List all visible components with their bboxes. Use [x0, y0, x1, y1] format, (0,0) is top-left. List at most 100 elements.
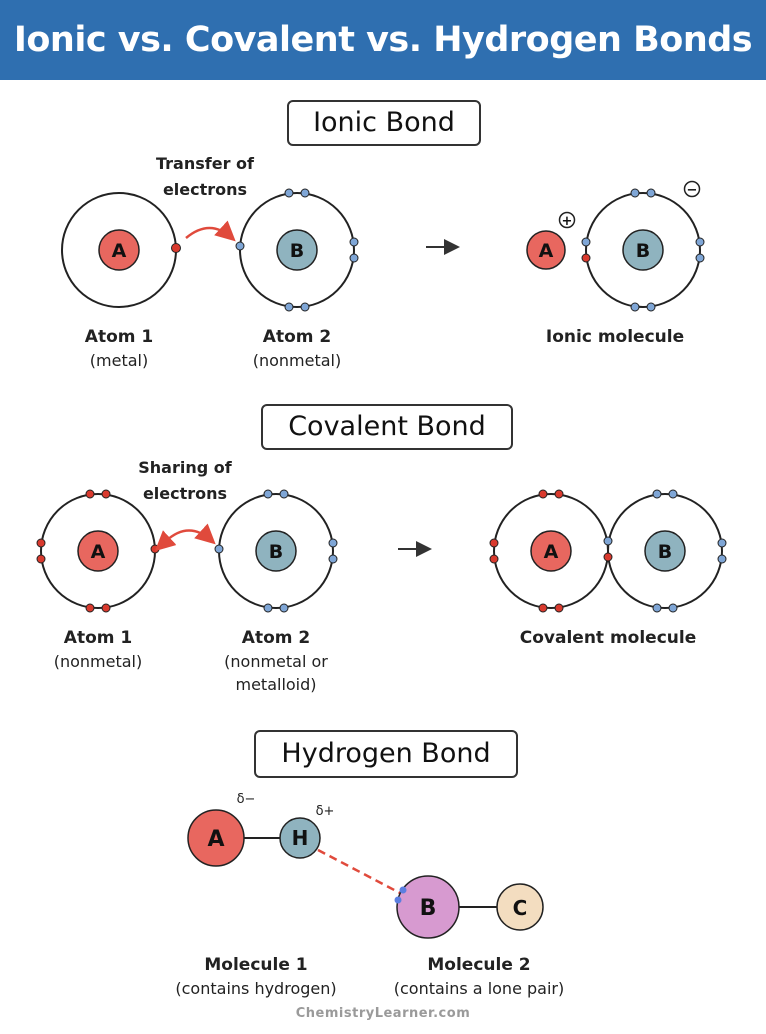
hydrogen-molecule2: B C [394, 875, 544, 939]
ionic-atom2-symbol: B [290, 240, 304, 262]
electron [101, 603, 111, 613]
covalent-atom2-symbol: B [269, 541, 283, 563]
page-title: Ionic vs. Covalent vs. Hydrogen Bonds [13, 20, 753, 60]
covalent-bond-heading: Covalent Bond [261, 404, 513, 450]
covalent-atom1-type: (nonmetal) [53, 652, 143, 671]
covalent-molecule-nucleus-a [530, 530, 572, 572]
hydrogen-atom-b [396, 875, 460, 939]
electron [668, 489, 678, 499]
hydrogen-atom-a-symbol: A [207, 827, 224, 852]
molecule2-label: Molecule 2 (contains a lone pair) [368, 953, 590, 1000]
covalent-molecule-nucleus-b [644, 530, 686, 572]
covalent-atom2-label: Atom 2 (nonmetal or metalloid) [196, 626, 356, 696]
electron [85, 489, 95, 499]
ionic-bond-heading: Ionic Bond [287, 100, 481, 146]
electron [652, 489, 662, 499]
lone-pair-electron [394, 896, 402, 904]
sharing-note: Sharing of electrons [110, 455, 260, 507]
ionic-atom1: A [61, 192, 181, 308]
hydrogen-bond-dashed-line [317, 848, 401, 895]
electron [85, 603, 95, 613]
electron [284, 302, 294, 312]
hydrogen-atom-h [279, 817, 321, 859]
electron [36, 538, 46, 548]
covalent-molecule-symbol-b: B [658, 541, 672, 563]
electron [646, 302, 656, 312]
electron [214, 544, 224, 554]
covalent-atom2-type-line2: metalloid) [235, 675, 317, 694]
delta-plus-label: δ+ [316, 804, 335, 819]
ionic-atom1-label: Atom 1 (metal) [49, 325, 189, 372]
hydrogen-molecule1: A H δ− δ+ [187, 792, 335, 867]
electron [538, 603, 548, 613]
hydrogen-bond-heading: Hydrogen Bond [254, 730, 518, 778]
covalent-atom1-name: Atom 1 [63, 628, 133, 648]
shared-electron [603, 552, 613, 562]
title-banner: Ionic vs. Covalent vs. Hydrogen Bonds [0, 0, 766, 80]
electron [235, 241, 245, 251]
electron [554, 603, 564, 613]
electron [717, 538, 727, 548]
electron [538, 489, 548, 499]
plus-charge-icon [558, 211, 576, 229]
electron [36, 554, 46, 564]
hydrogen-atom-c-symbol: C [513, 896, 528, 920]
electron [554, 489, 564, 499]
covalent-molecule-symbol-a: A [544, 541, 559, 563]
electron [581, 237, 591, 247]
electron [279, 489, 289, 499]
transfer-note-line1: Transfer of [156, 154, 254, 173]
hydrogen-atom-b-symbol: B [420, 896, 437, 921]
electron [652, 603, 662, 613]
electron [300, 188, 310, 198]
electron [349, 253, 359, 263]
ionic-molecule-name: Ionic molecule [545, 327, 685, 347]
ionic-atom2-label: Atom 2 (nonmetal) [224, 325, 370, 372]
transfer-note: Transfer of electrons [130, 151, 280, 203]
sharing-arrow [154, 523, 216, 552]
plus-charge-sign: + [562, 214, 573, 229]
hydrogen-atom-h-symbol: H [292, 826, 309, 850]
ionic-cation [526, 230, 566, 270]
electron [630, 188, 640, 198]
molecule1-label: Molecule 1 (contains hydrogen) [150, 953, 362, 1000]
electron [101, 489, 111, 499]
delta-minus-label: δ− [237, 792, 256, 807]
site-watermark: ChemistryLearner.com [295, 1006, 471, 1021]
ionic-atom2-name: Atom 2 [262, 327, 332, 347]
sharing-note-line2: electrons [142, 484, 228, 503]
electron [284, 188, 294, 198]
molecule1-name: Molecule 1 [204, 955, 308, 975]
covalent-atom2-name: Atom 2 [241, 628, 311, 648]
electron [581, 253, 591, 263]
ionic-atom1-electron [171, 243, 181, 253]
shared-electron [603, 536, 613, 546]
electron [328, 554, 338, 564]
sharing-note-line1: Sharing of [138, 458, 232, 477]
electron [300, 302, 310, 312]
transfer-note-line2: electrons [162, 180, 248, 199]
electron [328, 538, 338, 548]
minus-charge-sign: − [687, 183, 698, 198]
molecule2-desc: (contains a lone pair) [393, 979, 565, 998]
ionic-molecule-label: Ionic molecule [520, 325, 710, 349]
ionic-atom1-nucleus [98, 229, 140, 271]
electron [489, 554, 499, 564]
electron [489, 538, 499, 548]
electron [150, 544, 160, 554]
covalent-atom1-label: Atom 1 (nonmetal) [28, 626, 168, 673]
covalent-molecule-name: Covalent molecule [519, 628, 697, 648]
ionic-molecule: A + B − [526, 180, 705, 312]
covalent-atom2: B [214, 489, 338, 613]
electron [695, 237, 705, 247]
electron [263, 603, 273, 613]
electron [695, 253, 705, 263]
hydrogen-atom-c [496, 883, 544, 931]
covalent-atom1-nucleus [77, 530, 119, 572]
ionic-atom2: B [235, 188, 359, 312]
ionic-cation-symbol: A [539, 240, 554, 262]
ionic-atom1-symbol: A [112, 240, 127, 262]
ionic-atom1-name: Atom 1 [84, 327, 154, 347]
electron [349, 237, 359, 247]
